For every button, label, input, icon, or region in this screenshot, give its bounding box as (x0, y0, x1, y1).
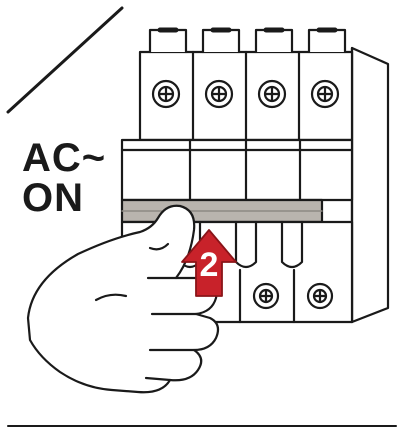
breaker-top-block (140, 30, 352, 140)
breaker-side-panel (352, 48, 388, 322)
ac-on-label: AC~ ON (22, 138, 106, 218)
step-number: 2 (194, 248, 224, 282)
ac-label-line1: AC~ (22, 138, 106, 178)
diagonal-line (8, 8, 122, 112)
ac-label-line2: ON (22, 178, 106, 218)
